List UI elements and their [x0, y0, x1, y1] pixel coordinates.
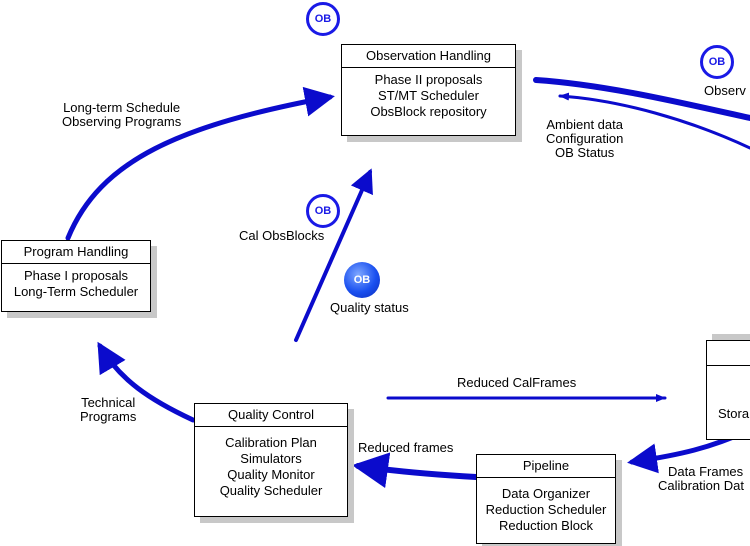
data-frames-label: Data Frames Calibration Dat	[658, 464, 744, 493]
cal-obsblocks-label: Cal ObsBlocks	[239, 228, 325, 243]
ob-badge-icon: OB	[306, 194, 340, 228]
arrow-cal-obsblocks	[294, 168, 373, 342]
quality-control-line: Simulators	[240, 451, 302, 466]
program-handling-title: Program Handling	[2, 241, 150, 264]
arrow-program-to-observation	[65, 86, 335, 241]
program-handling-line: Long-Term Scheduler	[13, 284, 139, 299]
program-handling-line: Phase I proposals	[23, 268, 129, 283]
program-handling-box: Program Handling Phase I proposals Long-…	[1, 240, 151, 312]
pipeline-box: Pipeline Data Organizer Reduction Schedu…	[476, 454, 616, 544]
quality-control-title: Quality Control	[195, 404, 347, 427]
observation-handling-line: ObsBlock repository	[370, 104, 487, 119]
ob-badge-filled-icon: OB	[344, 262, 380, 298]
observation-handling-title: Observation Handling	[342, 45, 515, 68]
observation-handling-line: ST/MT Scheduler	[378, 88, 479, 103]
quality-status-label: Quality status	[330, 300, 409, 315]
technical-label: Technical Programs	[80, 395, 137, 424]
ob-badge-icon: OB	[700, 45, 734, 79]
reduced-frames-label: Reduced frames	[358, 440, 454, 455]
pipeline-line: Reduction Block	[499, 518, 593, 533]
observation-handling-line: Phase II proposals	[374, 72, 483, 87]
quality-control-box: Quality Control Calibration Plan Simulat…	[194, 403, 348, 517]
quality-control-line: Quality Monitor	[227, 467, 315, 482]
pipeline-line: Data Organizer	[501, 486, 591, 501]
pipeline-title: Pipeline	[477, 455, 615, 478]
observation-handling-box: Observation Handling Phase II proposals …	[341, 44, 516, 136]
ob-badge-icon: OB	[306, 2, 340, 36]
quality-control-line: Calibration Plan	[225, 435, 317, 450]
reduced-calframes-label: Reduced CalFrames	[457, 375, 577, 390]
storage-shadow	[712, 334, 750, 340]
storage-partial-label: Stora	[718, 406, 750, 421]
pipeline-line: Reduction Scheduler	[485, 502, 607, 517]
arrow-right-to-observation	[558, 92, 750, 150]
arrow-observation-to-right	[533, 77, 750, 121]
arrow-quality-to-program	[97, 341, 196, 423]
quality-control-line: Quality Scheduler	[219, 483, 323, 498]
long-term-label: Long-term Schedule Observing Programs	[62, 100, 182, 129]
arrow-pipeline-to-quality	[352, 452, 479, 489]
storage-box-partial: Stora	[706, 340, 750, 440]
ambient-label: Ambient data Configuration OB Status	[546, 117, 624, 160]
observ-partial-label: Observ	[704, 83, 746, 98]
